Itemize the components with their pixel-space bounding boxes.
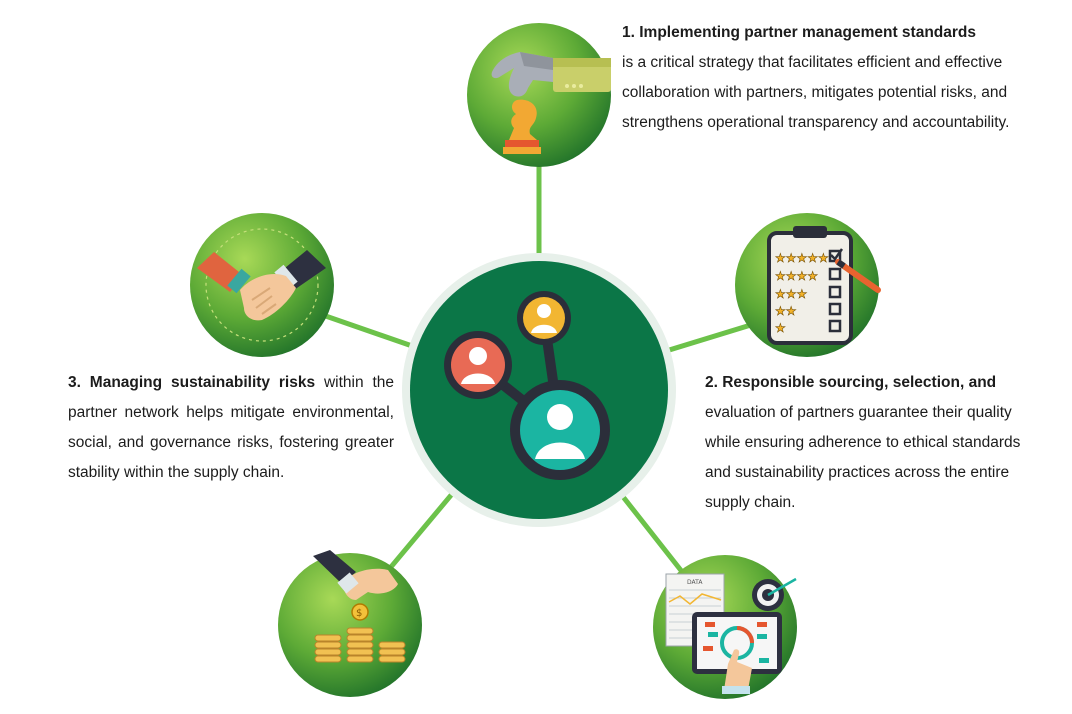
rating-checklist-icon: ★★★★★ ★★★★ ★★★ ★★ ★ [767,226,881,345]
text-block-1: 1. Implementing partner management stand… [622,18,1042,138]
bubble-top [467,23,611,167]
person-node-teal [510,380,610,480]
text-block-2: 2. Responsible sourcing, selection, and … [705,368,1045,518]
bubble-right: ★★★★★ ★★★★ ★★★ ★★ ★ [735,213,881,357]
bubble-bottom-left: $ [278,550,422,697]
center-hub [402,253,676,527]
bubble-bottom-right: DATA [653,555,797,699]
block-2-body: evaluation of partners guarantee their q… [705,404,1021,511]
person-node-yellow [517,291,571,345]
svg-text:★: ★ [775,321,786,335]
block-1-body: is a critical strategy that facilitates … [622,54,1010,131]
handshake-icon [197,250,326,321]
bubble-left [190,213,334,357]
data-dashboard-target-icon: DATA [665,573,797,694]
chess-knight-hand-icon [491,52,611,154]
partner-network-icon [444,291,610,480]
svg-text:★★★: ★★★ [775,287,807,301]
svg-text:$: $ [356,608,362,619]
svg-text:★★★★: ★★★★ [775,269,818,283]
coins-hand-icon: $ [313,550,406,663]
person-node-red [444,331,512,399]
text-block-3: 3. Managing sustainability risks within … [68,368,394,488]
svg-text:★★: ★★ [775,304,797,318]
block-2-lead: 2. Responsible sourcing, selection, and [705,374,997,391]
block-3-body: within the partner network helps mitigat… [68,374,395,481]
block-1-lead: 1. Implementing partner management stand… [622,24,977,41]
block-3-lead: 3. Managing sustainability risks [68,374,316,391]
data-sheet-title: DATA [687,579,703,586]
svg-text:★★★★★: ★★★★★ [775,251,829,265]
